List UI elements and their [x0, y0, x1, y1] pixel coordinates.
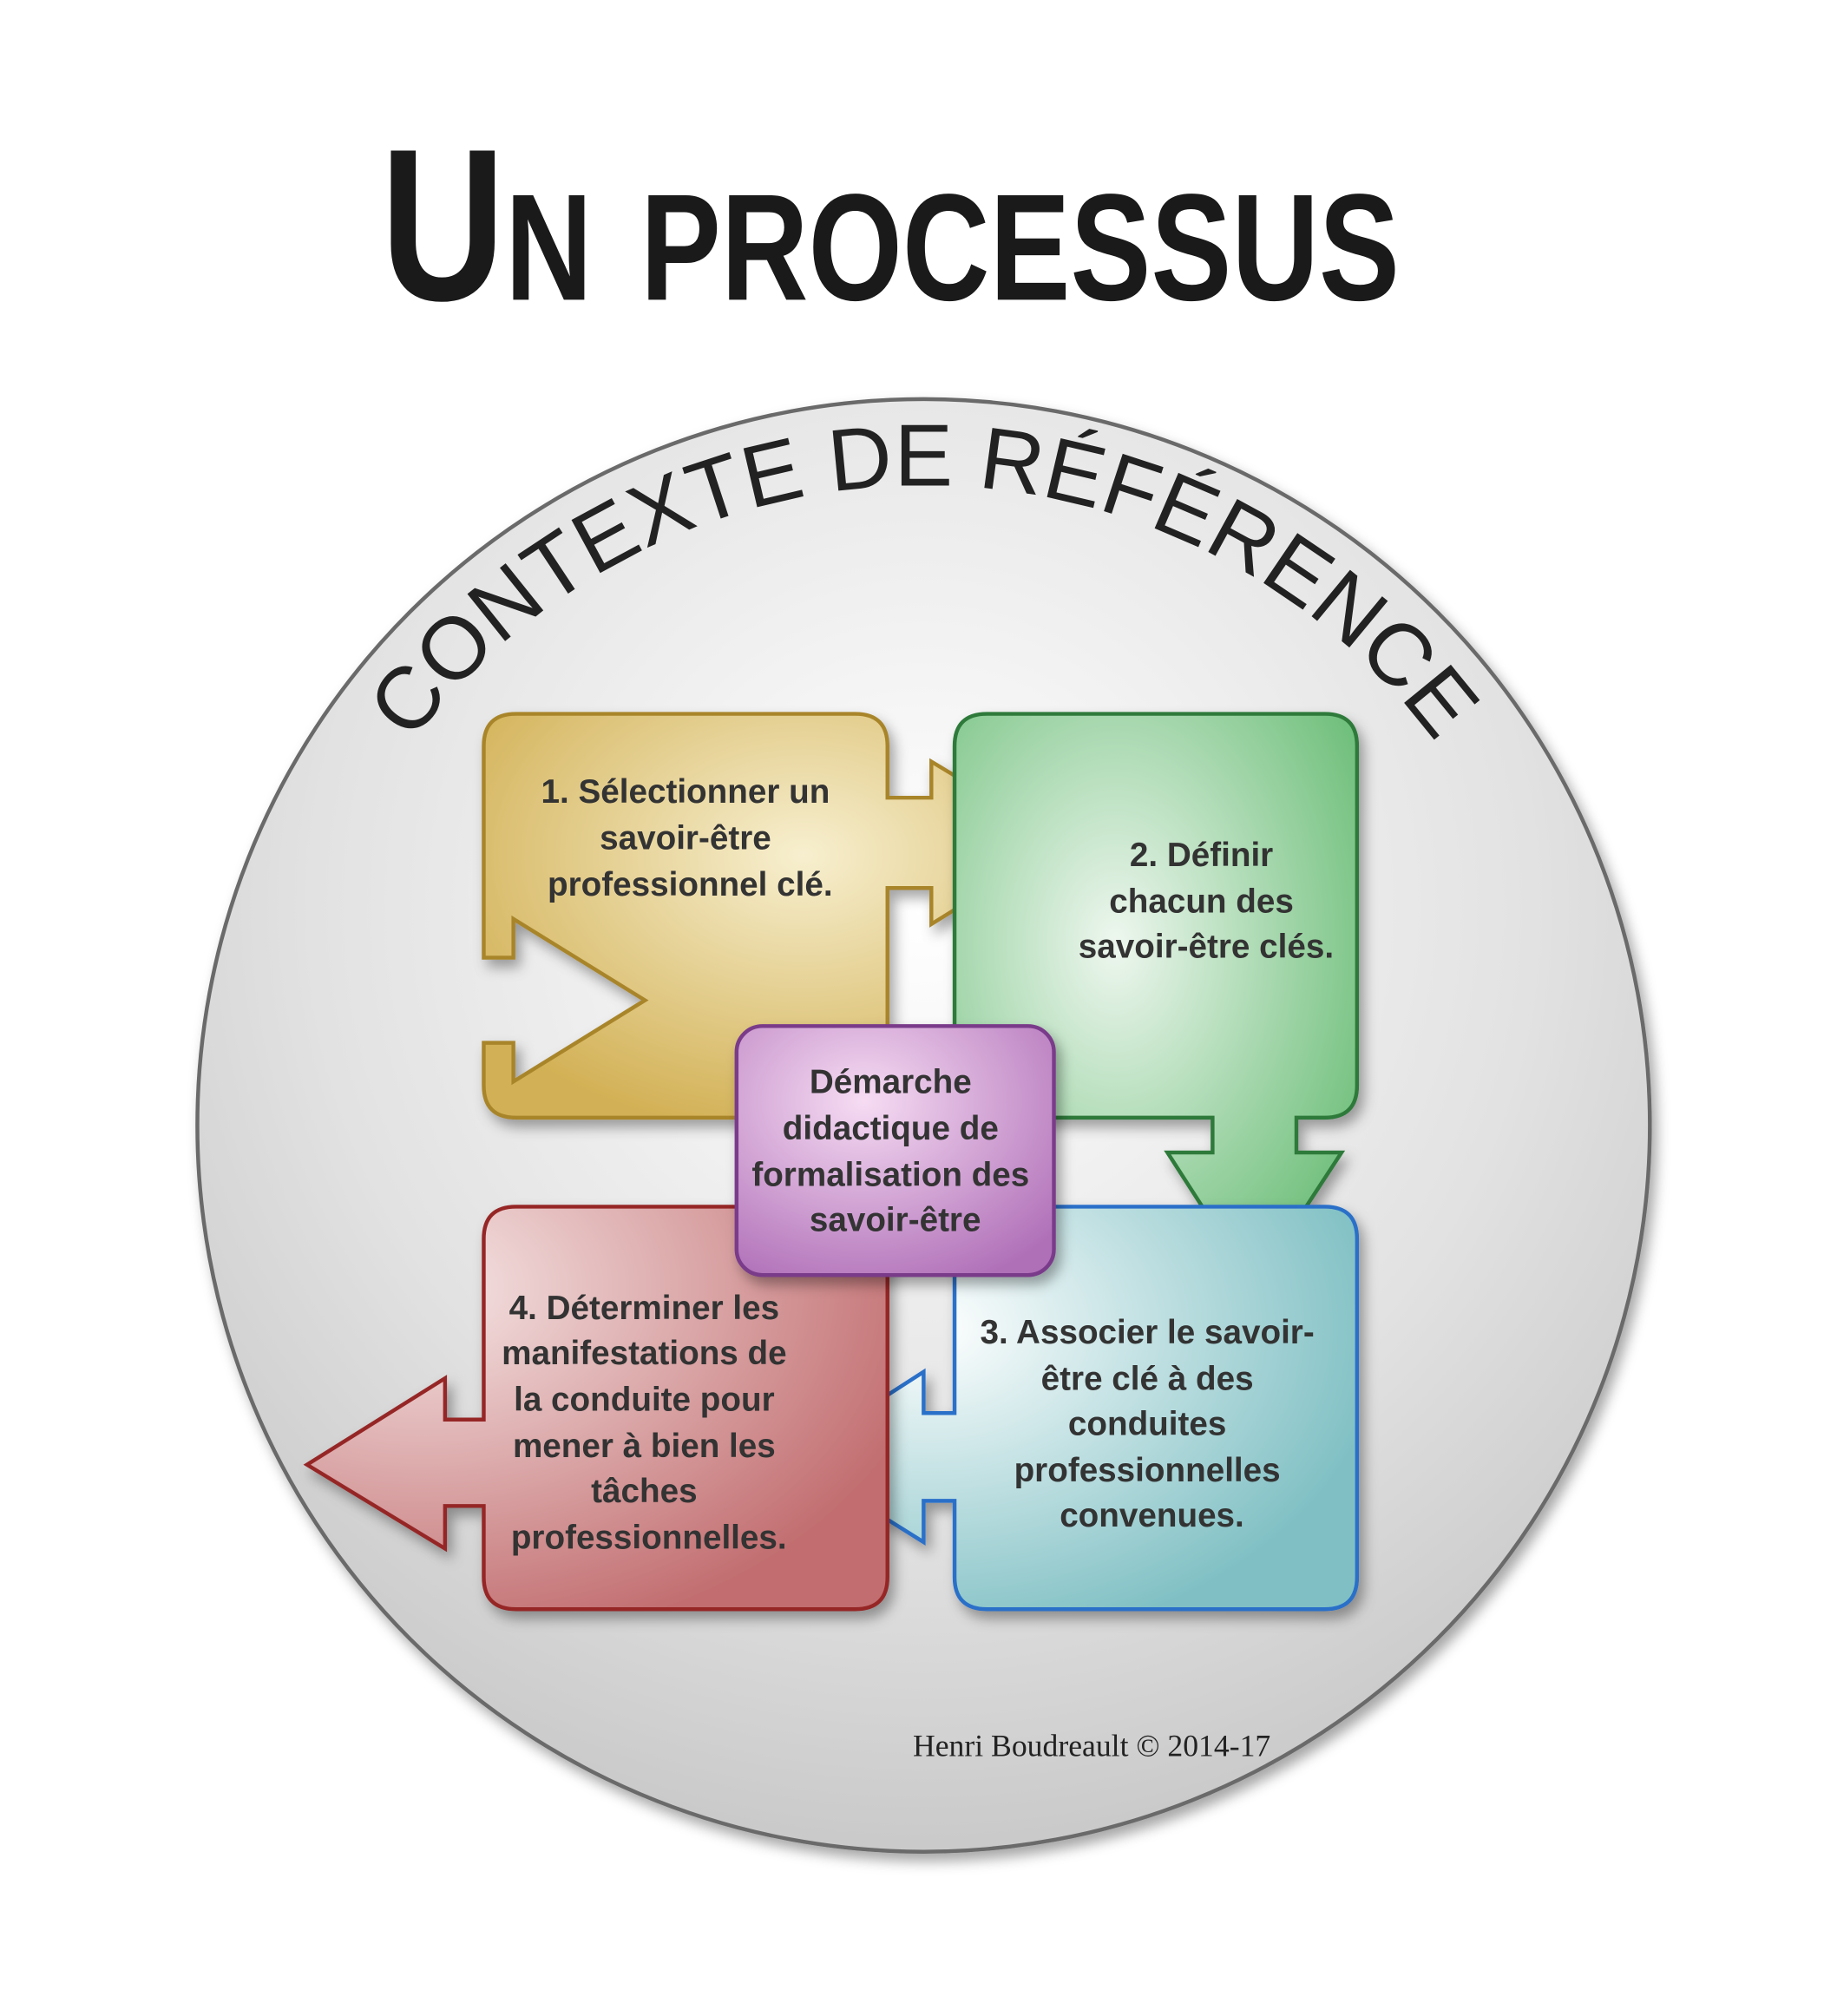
page-title: Un processus [381, 103, 1400, 345]
step-4-label: 4. Déterminer les manifestations de la c… [502, 1290, 796, 1557]
copyright-credit: Henri Boudreault © 2014-17 [913, 1729, 1270, 1763]
center-label: Démarche didactique de formalisation des… [751, 1064, 1039, 1239]
step-3-label: 3. Associer le savoir- être clé à des co… [981, 1314, 1324, 1534]
step-1-label: 1. Sélectionner un savoir-être professio… [541, 773, 840, 903]
step-2-label: 2. Définir chacun des savoir-être clés. [1079, 837, 1334, 966]
center-box [734, 1024, 1056, 1277]
